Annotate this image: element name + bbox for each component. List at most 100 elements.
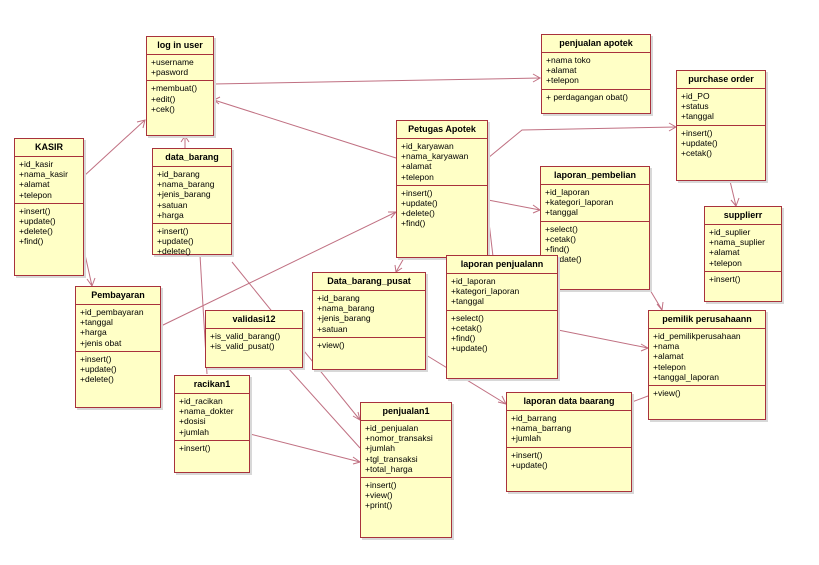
class-operations: +insert() +update() +delete() +find() xyxy=(397,186,487,231)
class-attributes: +id_karyawan +nama_karyawan +alamat +tel… xyxy=(397,139,487,186)
class-box-data-barang-pusat[interactable]: Data_barang_pusat +id_barang +nama_baran… xyxy=(312,272,426,370)
attribute: +nama_suplier xyxy=(709,237,765,248)
attribute: +tanggal xyxy=(80,317,113,328)
attribute: +nama_dokter xyxy=(179,406,234,417)
link-petugas-lappembelian xyxy=(487,199,541,211)
attribute: +tanggal xyxy=(545,207,578,218)
operation: +delete() xyxy=(157,246,191,257)
class-attributes: +id_barang +nama_barang +jenis_barang +s… xyxy=(313,291,425,338)
class-operations: +view() xyxy=(649,386,765,400)
link-lappembelian-pemilik xyxy=(649,289,663,311)
operation: +find() xyxy=(451,333,476,344)
operation: +update() xyxy=(681,137,718,148)
attribute: +jumlah xyxy=(179,426,210,437)
class-attributes: +nama toko +alamat +telepon xyxy=(542,53,650,90)
attribute: +tanggal_laporan xyxy=(653,371,719,382)
attribute: +id_barrang xyxy=(511,413,557,423)
operation: +find() xyxy=(19,236,44,247)
link-pembayaran-petugas xyxy=(160,211,397,327)
attribute: +tanggal xyxy=(451,296,484,307)
link-petugas-datapusat xyxy=(395,257,405,273)
class-title: validasi12 xyxy=(206,311,302,329)
arrow-login-penjualan-apotek xyxy=(532,73,542,83)
operation: +update() xyxy=(545,254,582,265)
link-purchase-supplier xyxy=(729,180,737,207)
link-login-penjualan-apotek xyxy=(212,77,541,85)
link-petugas-purchase xyxy=(487,126,677,159)
class-operations: +select() +cetak() +find() +update() xyxy=(541,222,649,267)
operation: +insert() xyxy=(681,127,713,138)
class-operations: +insert() +update() +delete() +find() xyxy=(15,204,83,249)
attribute: +nama xyxy=(653,341,680,352)
class-box-kasir[interactable]: KASIR +id_kasir +nama_kasir +alamat +tel… xyxy=(14,138,84,276)
class-box-laporan-penjualann[interactable]: laporan penjualann +id_laporan +kategori… xyxy=(446,255,558,379)
attribute: +telepon xyxy=(653,361,686,372)
link-racikan-penjualan1 xyxy=(249,433,361,463)
class-box-data-barang[interactable]: data_barang +id_barang +nama_barang +jen… xyxy=(152,148,232,257)
class-operations: + perdagangan obat() xyxy=(542,90,650,104)
operation: +delete() xyxy=(19,226,53,237)
class-box-validasi12[interactable]: validasi12 +is_valid_barang() +is_valid_… xyxy=(205,310,303,368)
operation: +view() xyxy=(365,490,393,501)
class-box-laporan-data-baarang[interactable]: laporan data baarang +id_barrang +nama_b… xyxy=(506,392,632,492)
attribute: +tgl_transaksi xyxy=(365,453,418,464)
arrow-petugas-login xyxy=(213,96,221,105)
attribute: +id_karyawan xyxy=(401,141,454,151)
class-box-pembayaran[interactable]: Pembayaran +id_pembayaran +tanggal +harg… xyxy=(75,286,161,408)
class-operations: +insert() +update() xyxy=(507,448,631,472)
attribute: +jenis_barang xyxy=(157,189,211,200)
attribute: +alamat xyxy=(546,65,577,76)
operation: +insert() xyxy=(157,226,189,237)
attribute: +alamat xyxy=(709,247,740,258)
class-operations: +insert() +view() +print() xyxy=(361,478,451,513)
attribute: +telepon xyxy=(709,257,742,268)
attribute: +nama_kasir xyxy=(19,169,68,180)
link-kasir-login xyxy=(83,119,146,177)
class-title: supplierr xyxy=(705,207,781,225)
attribute: +is_valid_barang() xyxy=(210,331,281,341)
operation: +cek() xyxy=(151,103,175,114)
class-box-pemilik-perusahaann[interactable]: pemilik perusahaann +id_pemilikperusahaa… xyxy=(648,310,766,420)
class-title: penjualan apotek xyxy=(542,35,650,53)
attribute: +nama_barang xyxy=(317,303,375,314)
class-box-supplierr[interactable]: supplierr +id_suplier +nama_suplier +ala… xyxy=(704,206,782,302)
operation: +find() xyxy=(545,244,570,255)
class-title: KASIR xyxy=(15,139,83,157)
operation: +membuat() xyxy=(151,83,198,94)
operation: +update() xyxy=(401,198,438,209)
class-box-purchase-order[interactable]: purchase order +id_PO +status +tanggal +… xyxy=(676,70,766,181)
class-operations: +insert() xyxy=(175,441,249,455)
class-box-penjualan1[interactable]: penjualan1 +id_penjualan +nomor_transaks… xyxy=(360,402,452,538)
class-title: laporan data baarang xyxy=(507,393,631,411)
class-operations: +insert() +update() +delete() xyxy=(76,352,160,387)
class-attributes: +is_valid_barang() +is_valid_pusat() xyxy=(206,329,302,354)
operation: +select() xyxy=(545,223,578,234)
class-title: log in user xyxy=(147,37,213,55)
class-title: Pembayaran xyxy=(76,287,160,305)
operation: +insert() xyxy=(511,449,543,460)
class-attributes: +id_pemilikperusahaan +nama +alamat +tel… xyxy=(649,329,765,387)
operation: +insert() xyxy=(80,353,112,364)
operation: +print() xyxy=(365,500,393,511)
attribute: +id_pemilikperusahaan xyxy=(653,331,741,341)
arrow-kasir-login xyxy=(136,119,146,129)
attribute: +id_barang xyxy=(157,169,200,179)
class-title: laporan_pembelian xyxy=(541,167,649,185)
operation: +update() xyxy=(511,459,548,470)
class-box-login[interactable]: log in user +username +pasword +membuat(… xyxy=(146,36,214,136)
class-attributes: +id_kasir +nama_kasir +alamat +telepon xyxy=(15,157,83,204)
class-box-penjualan-apotek[interactable]: penjualan apotek +nama toko +alamat +tel… xyxy=(541,34,651,114)
class-attributes: +id_PO +status +tanggal xyxy=(677,89,765,126)
class-box-racikan1[interactable]: racikan1 +id_racikan +nama_dokter +dosis… xyxy=(174,375,250,473)
class-box-laporan-pembelian[interactable]: laporan_pembelian +id_laporan +kategori_… xyxy=(540,166,650,290)
operation: +update() xyxy=(19,216,56,227)
arrow-databarang-login xyxy=(180,135,190,143)
operation: +delete() xyxy=(401,208,435,219)
attribute: +kategori_laporan xyxy=(451,286,520,297)
operation: +cetak() xyxy=(451,322,482,333)
link-validasi-penjualan1 xyxy=(287,367,361,449)
class-title: data_barang xyxy=(153,149,231,167)
class-box-petugas-apotek[interactable]: Petugas Apotek +id_karyawan +nama_karyaw… xyxy=(396,120,488,258)
class-attributes: +id_pembayaran +tanggal +harga +jenis ob… xyxy=(76,305,160,352)
